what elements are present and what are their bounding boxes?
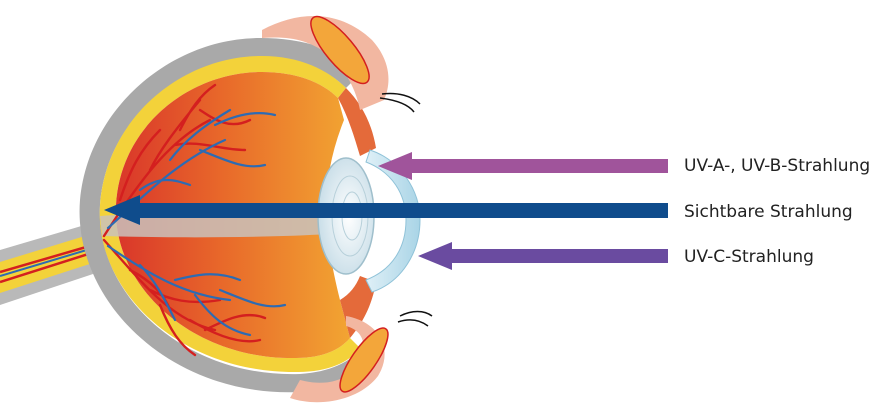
ray-label-uvab: UV-A-, UV-B-Strahlung [684, 156, 870, 176]
ray-visible-shaft [135, 203, 668, 218]
ray-label-uvc: UV-C-Strahlung [684, 247, 814, 267]
ray-label-visible: Sichtbare Strahlung [684, 202, 853, 222]
ray-uvc-arrowhead [418, 242, 452, 270]
ray-uvc [418, 242, 668, 270]
ray-uvc-shaft [448, 249, 668, 263]
ray-uvab-shaft [408, 159, 668, 173]
ray-uvab [378, 152, 668, 180]
